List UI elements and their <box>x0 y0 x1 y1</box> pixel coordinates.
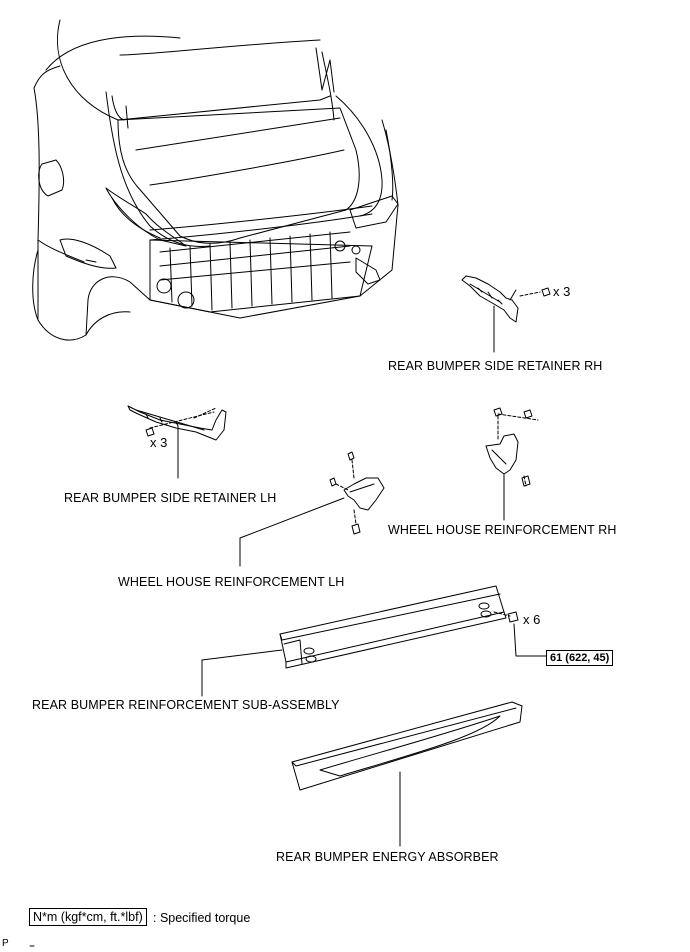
wheel-house-reinforcement-lh-part <box>239 451 385 567</box>
label-side-retainer-lh: REAR BUMPER SIDE RETAINER LH <box>64 491 277 505</box>
label-energy-absorber: REAR BUMPER ENERGY ABSORBER <box>276 850 499 864</box>
legend-description: : Specified torque <box>153 911 251 925</box>
qty-side-retainer-lh: x 3 <box>150 435 168 450</box>
label-wheel-house-rh: WHEEL HOUSE REINFORCEMENT RH <box>388 523 617 537</box>
torque-value-box: 61 (622, 45) <box>546 650 614 666</box>
side-retainer-rh-part <box>461 275 551 353</box>
side-retainer-lh-part <box>127 405 227 479</box>
qty-side-retainer-rh: x 3 <box>553 284 571 299</box>
label-side-retainer-rh: REAR BUMPER SIDE RETAINER RH <box>388 359 603 373</box>
vehicle-rear-illustration <box>32 19 399 341</box>
label-bumper-reinforcement: REAR BUMPER REINFORCEMENT SUB-ASSEMBLY <box>32 698 340 712</box>
wheel-house-reinforcement-rh-part <box>485 407 539 521</box>
qty-reinforcement-nuts: x 6 <box>523 612 541 627</box>
corner-mark: P <box>2 938 9 949</box>
energy-absorber-part <box>291 701 523 847</box>
label-wheel-house-lh: WHEEL HOUSE REINFORCEMENT LH <box>118 575 345 589</box>
bumper-reinforcement-part <box>201 585 547 697</box>
legend-unit-box: N*m (kgf*cm, ft.*lbf) <box>29 908 147 926</box>
